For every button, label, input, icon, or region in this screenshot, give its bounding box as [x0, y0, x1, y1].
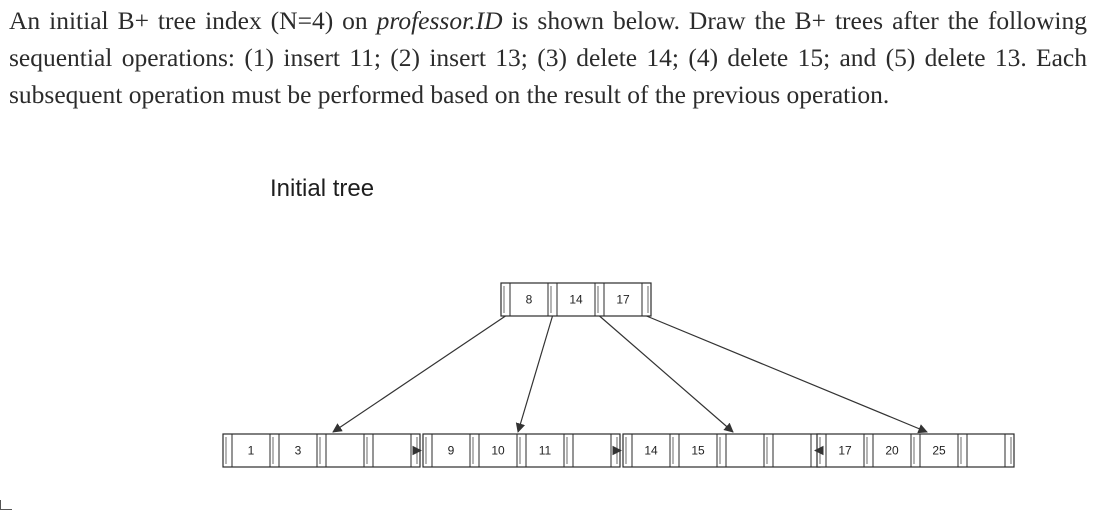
node-border [422, 433, 621, 468]
child-pointer-arrow [332, 315, 506, 433]
node-key: 14 [569, 293, 583, 307]
question-part1: An initial B+ tree index (N=4) on [9, 6, 377, 35]
child-pointer-arrow [646, 315, 928, 434]
node-key: 10 [491, 444, 505, 458]
corner-mark [0, 500, 12, 510]
node-border [500, 282, 652, 317]
node-key: 25 [932, 444, 946, 458]
question-part2: is shown below. Draw the B+ trees after … [9, 6, 1087, 109]
question-emphasis: professor.ID [376, 6, 503, 35]
leaf-node: 17 20 25 [816, 433, 1015, 468]
child-pointer-arrow [515, 315, 554, 433]
node-key: 1 [248, 444, 255, 458]
node-key: 17 [838, 444, 852, 458]
node-border [622, 433, 821, 468]
question-text: An initial B+ tree index (N=4) on profes… [9, 2, 1087, 113]
node-key: 8 [526, 293, 533, 307]
node-key: 20 [885, 444, 899, 458]
root-node: 8 14 17 [500, 282, 652, 317]
node-key: 14 [644, 444, 658, 458]
node-border [222, 433, 421, 468]
leaf-node: 14 15 [622, 433, 821, 468]
node-key: 9 [448, 444, 455, 458]
node-key: 3 [295, 444, 302, 458]
diagram-caption: Initial tree [270, 175, 375, 202]
node-key: 17 [616, 293, 630, 307]
node-key: 11 [539, 444, 552, 458]
node-key: 15 [691, 444, 705, 458]
leaf-node: 9 10 11 [422, 433, 621, 468]
child-pointer-arrow [599, 315, 734, 433]
